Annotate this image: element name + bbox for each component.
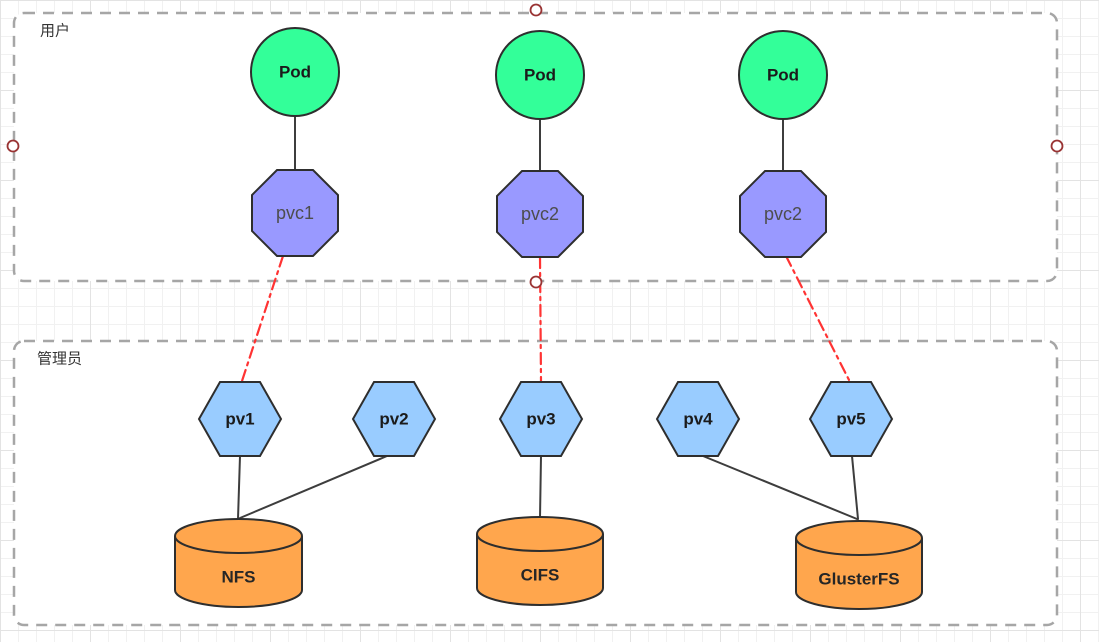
storage-cylinder-rim	[174, 535, 303, 554]
claim-edge-pvc-pv-3[interactable]	[784, 254, 851, 382]
edge-pv-storage-2[interactable]	[239, 455, 388, 519]
pvc-node-3[interactable]	[739, 170, 827, 258]
pvc-node-1[interactable]	[251, 169, 339, 257]
pod-node-3[interactable]	[738, 30, 828, 120]
pv-node-1[interactable]	[197, 381, 283, 457]
pod-label: Pod	[767, 66, 799, 85]
storage-label: CIFS	[521, 566, 560, 585]
connection-point-marker-2[interactable]	[6, 139, 20, 153]
pvc-label: pvc1	[276, 203, 314, 223]
container-label-admins: 管理员	[37, 351, 82, 368]
container-label-users: 用户	[40, 23, 70, 40]
storage-node-glusterfs[interactable]	[795, 520, 923, 610]
edge-pv-storage-4[interactable]	[702, 455, 858, 520]
edge-pv-storage-5[interactable]	[851, 455, 859, 520]
connection-point-marker-4[interactable]	[529, 275, 543, 289]
storage-label: GlusterFS	[818, 570, 899, 589]
pv-node-4[interactable]	[655, 381, 741, 457]
connection-point-marker-3[interactable]	[1050, 139, 1064, 153]
pv-node-3[interactable]	[498, 381, 584, 457]
storage-cylinder-rim	[476, 533, 604, 552]
pv-node-5[interactable]	[808, 381, 894, 457]
pod-node-2[interactable]	[495, 30, 585, 120]
pv-label: pv2	[379, 410, 408, 429]
pod-label: Pod	[279, 63, 311, 82]
edge-pv-storage-3[interactable]	[539, 455, 542, 519]
edge-pv-storage-1[interactable]	[237, 455, 241, 520]
pvc-node-2[interactable]	[496, 170, 584, 258]
pvc-label: pvc2	[764, 204, 802, 224]
storage-label: NFS	[222, 568, 256, 587]
claim-edge-pvc-pv-1[interactable]	[240, 254, 285, 383]
storage-node-cifs[interactable]	[476, 516, 604, 606]
pv-label: pv4	[683, 410, 713, 429]
pv-label: pv1	[225, 410, 254, 429]
pv-node-2[interactable]	[351, 381, 437, 457]
pv-label: pv3	[526, 410, 555, 429]
pod-label: Pod	[524, 66, 556, 85]
storage-node-nfs[interactable]	[174, 518, 303, 608]
connection-point-marker-1[interactable]	[529, 3, 543, 17]
claim-edge-pvc-pv-2[interactable]	[538, 255, 543, 383]
pvc-label: pvc2	[521, 204, 559, 224]
storage-cylinder-rim	[795, 537, 923, 556]
pv-label: pv5	[836, 410, 865, 429]
pod-node-1[interactable]	[250, 27, 340, 117]
